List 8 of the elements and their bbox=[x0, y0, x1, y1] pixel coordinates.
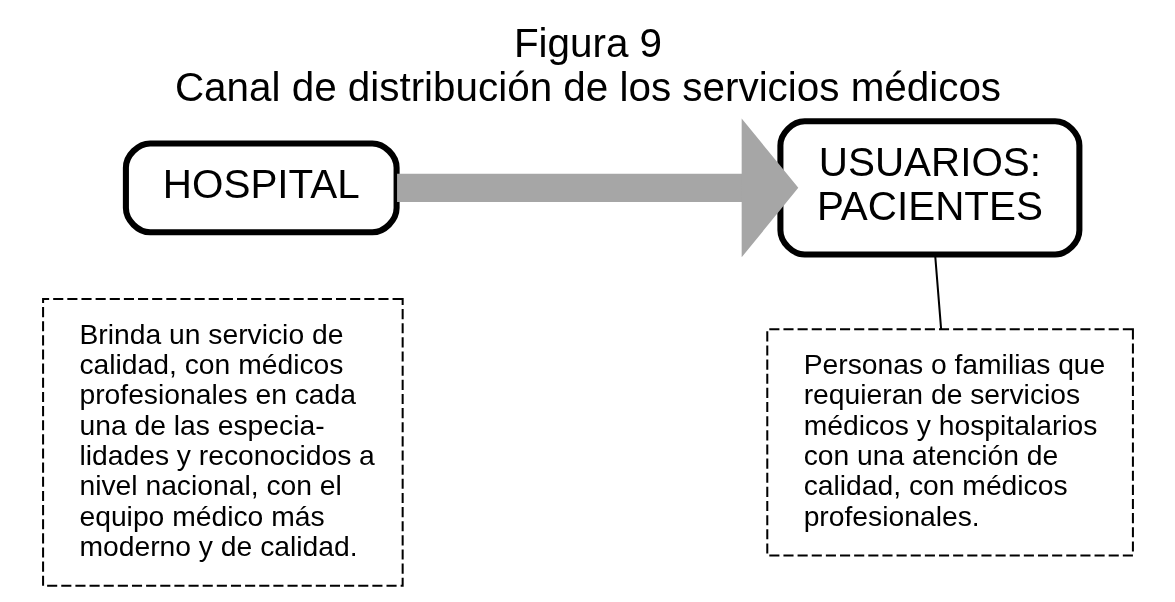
arrow bbox=[396, 118, 798, 258]
diagram-title: Figura 9 bbox=[513, 19, 662, 66]
node-box: HOSPITAL bbox=[122, 140, 400, 236]
node-box: USUARIOS: PACIENTES bbox=[776, 118, 1082, 258]
caption: Canal de distribución de los servicios médicos bbox=[174, 64, 1001, 111]
connector bbox=[933, 254, 942, 330]
node-box: Personas o familias que requieran de servicios médicos y hospitalarios con una atención de calidad, con médicos profesionales. bbox=[765, 328, 1134, 557]
node-box: Brinda un servicio de calidad, con médicos profesionales en cada una de las especia- lidades y reconocidos a nivel nacional, con el equipo médico más moderno y de calidad. bbox=[41, 297, 404, 587]
